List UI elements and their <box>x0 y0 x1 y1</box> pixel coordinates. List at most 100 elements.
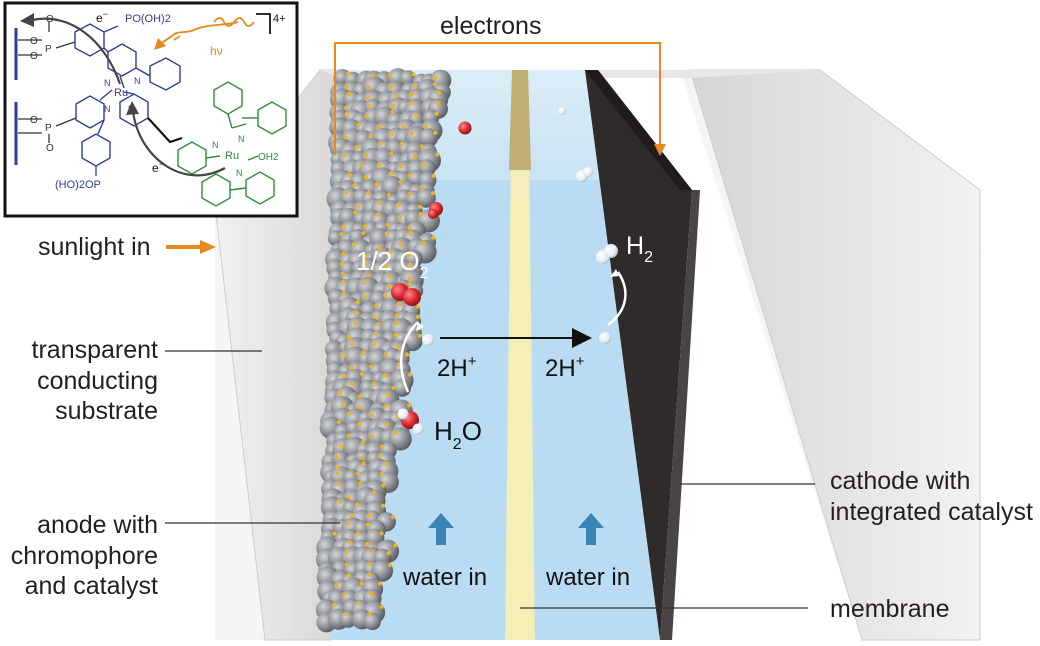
catalyst-dot <box>412 72 416 76</box>
catalyst-dot <box>355 502 359 506</box>
catalyst-dot <box>383 404 387 408</box>
svg-text:N: N <box>236 168 243 178</box>
catalyst-dot <box>384 352 388 356</box>
catalyst-dot <box>348 335 352 339</box>
catalyst-dot <box>414 114 418 118</box>
catalyst-dot <box>340 262 344 266</box>
svg-text:O: O <box>30 115 38 126</box>
catalyst-dot <box>405 352 409 356</box>
catalyst-dot <box>344 562 348 566</box>
catalyst-dot <box>398 215 402 219</box>
catalyst-dot <box>393 543 397 547</box>
transparent-substrate-label: transparent conducting substrate <box>18 335 158 427</box>
catalyst-dot <box>350 382 354 386</box>
catalyst-dot <box>355 145 359 149</box>
catalyst-dot <box>366 95 370 99</box>
catalyst-dot <box>332 532 336 536</box>
catalyst-dot <box>396 345 400 349</box>
catalyst-dot <box>416 315 420 319</box>
catalyst-dot <box>347 573 351 577</box>
catalyst-dot <box>421 241 425 245</box>
catalyst-dot <box>386 223 390 227</box>
catalyst-dot <box>433 82 437 86</box>
catalyst-dot <box>384 462 388 466</box>
catalyst-dot <box>342 403 346 407</box>
catalyst-dot <box>341 291 345 295</box>
catalyst-dot <box>415 305 419 309</box>
catalyst-dot <box>409 101 413 105</box>
catalyst-dot <box>350 342 354 346</box>
catalyst-dot <box>378 142 382 146</box>
catalyst-dot <box>347 433 351 437</box>
catalyst-dot <box>388 563 392 567</box>
catalyst-dot <box>407 226 411 230</box>
catalyst-dot <box>383 373 387 377</box>
catalyst-dot <box>338 500 342 504</box>
catalyst-dot <box>400 142 404 146</box>
catalyst-dot <box>361 231 365 235</box>
catalyst-dot <box>389 171 393 175</box>
catalyst-dot <box>378 453 382 457</box>
catalyst-dot <box>433 131 437 135</box>
catalyst-dot <box>347 72 351 76</box>
catalyst-dot <box>431 191 435 195</box>
catalyst-dot <box>410 131 414 135</box>
svg-text:N: N <box>212 140 219 150</box>
photon-energy-label: hν <box>210 44 223 58</box>
svg-text:N: N <box>104 104 111 114</box>
catalyst-dot <box>378 201 382 205</box>
catalyst-dot <box>343 135 347 139</box>
catalyst-dot <box>418 205 422 209</box>
catalyst-dot <box>380 472 384 476</box>
catalyst-dot <box>413 155 417 159</box>
catalyst-dot <box>377 322 381 326</box>
catalyst-dot <box>366 523 370 527</box>
svg-text:N: N <box>134 76 141 86</box>
catalyst-dot <box>420 144 424 148</box>
catalyst-dot <box>341 272 345 276</box>
chromophore-catalyst-inset: P O O O P O O Ru PO(OH)2 (HO)2OP <box>5 3 297 216</box>
catalyst-dot <box>435 152 439 156</box>
catalyst-dot <box>336 465 340 469</box>
svg-text:P: P <box>45 123 52 134</box>
catalyst-ruthenium-label: Ru <box>225 150 239 162</box>
catalyst-dot <box>422 163 426 167</box>
catalyst-dot <box>376 213 380 217</box>
catalyst-dot <box>359 456 363 460</box>
catalyst-dot <box>355 532 359 536</box>
catalyst-dot <box>410 92 414 96</box>
catalyst-dot <box>374 331 378 335</box>
catalyst-dot <box>355 311 359 315</box>
catalyst-dot <box>368 513 372 517</box>
catalyst-dot <box>342 225 346 229</box>
catalyst-dot <box>408 372 412 376</box>
catalyst-dot <box>407 403 411 407</box>
catalyst-dot <box>395 313 399 317</box>
catalyst-dot <box>408 282 412 286</box>
catalyst-dot <box>368 562 372 566</box>
catalyst-dot <box>358 405 362 409</box>
catalyst-dot <box>408 192 412 196</box>
catalyst-dot <box>407 173 411 177</box>
svg-text:O: O <box>30 36 38 47</box>
catalyst-dot <box>336 472 340 476</box>
sunlight-arrow <box>166 240 216 254</box>
catalyst-dot <box>339 444 343 448</box>
catalyst-dot <box>363 295 367 299</box>
catalyst-dot <box>436 101 440 105</box>
catalyst-dot <box>337 482 341 486</box>
catalyst-dot <box>367 85 371 89</box>
catalyst-dot <box>335 455 339 459</box>
catalyst-dot <box>434 76 438 80</box>
catalyst-dot <box>356 204 360 208</box>
phosphonic-group-bottom: (HO)2OP <box>55 179 101 191</box>
catalyst-dot <box>375 182 379 186</box>
catalyst-dot <box>381 504 385 508</box>
catalyst-dot <box>365 542 369 546</box>
catalyst-dot <box>341 280 345 284</box>
catalyst-dot <box>335 584 339 588</box>
svg-text:N: N <box>104 78 111 88</box>
catalyst-dot <box>353 211 357 215</box>
aqua-ligand-label: OH2 <box>258 152 279 163</box>
anode-particle <box>364 613 381 630</box>
